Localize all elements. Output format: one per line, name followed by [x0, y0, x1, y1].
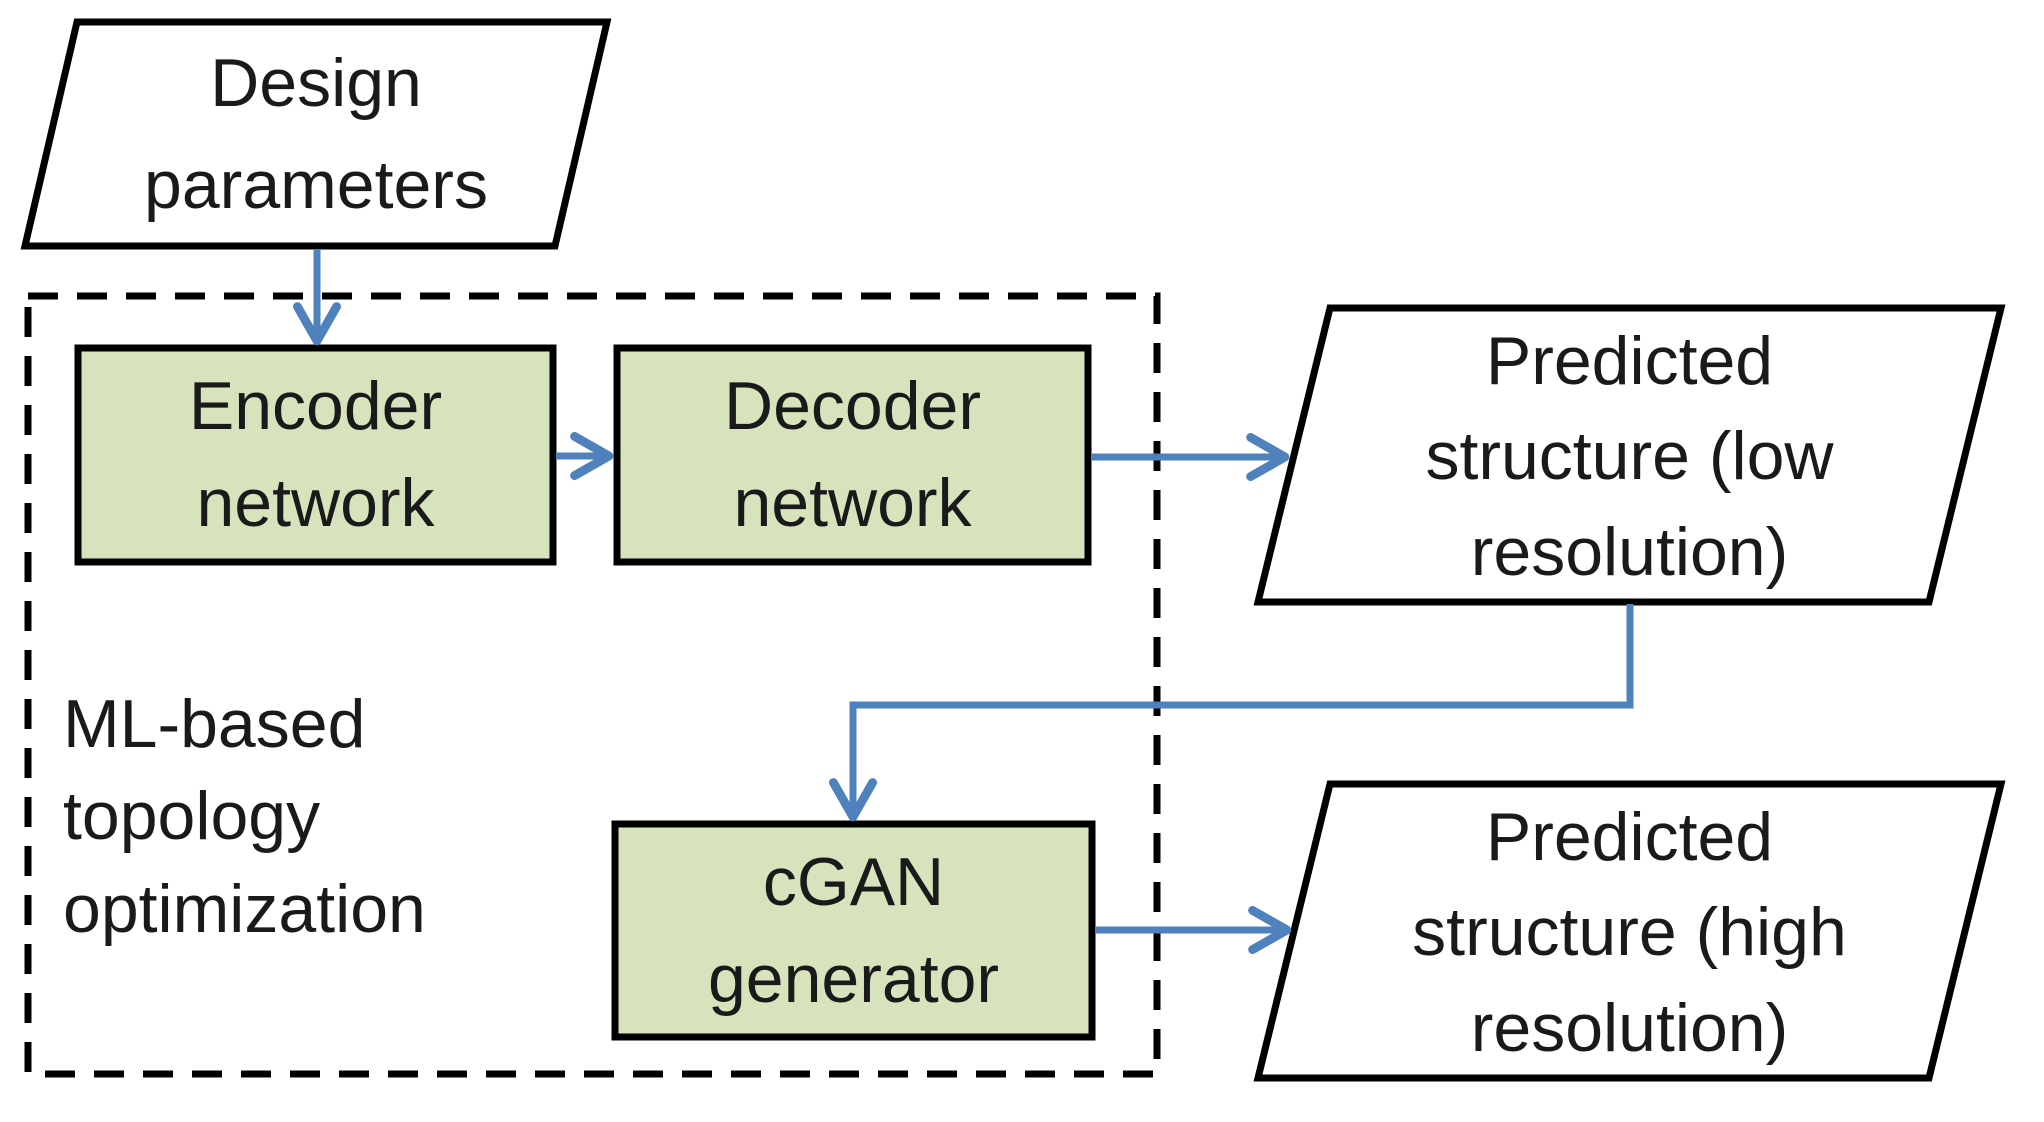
- arrow-predicted-low-to-cgan: [828, 604, 1634, 822]
- predicted-structure-low-node: [1253, 304, 2006, 606]
- predicted-structure-high-node: [1253, 780, 2006, 1082]
- ml-group-dashed-outline: [24, 292, 1161, 1078]
- encoder-network-node: [74, 344, 557, 566]
- design-parameters-node: [20, 18, 612, 250]
- cgan-generator-node: [611, 820, 1096, 1041]
- decoder-network-node: [613, 344, 1092, 566]
